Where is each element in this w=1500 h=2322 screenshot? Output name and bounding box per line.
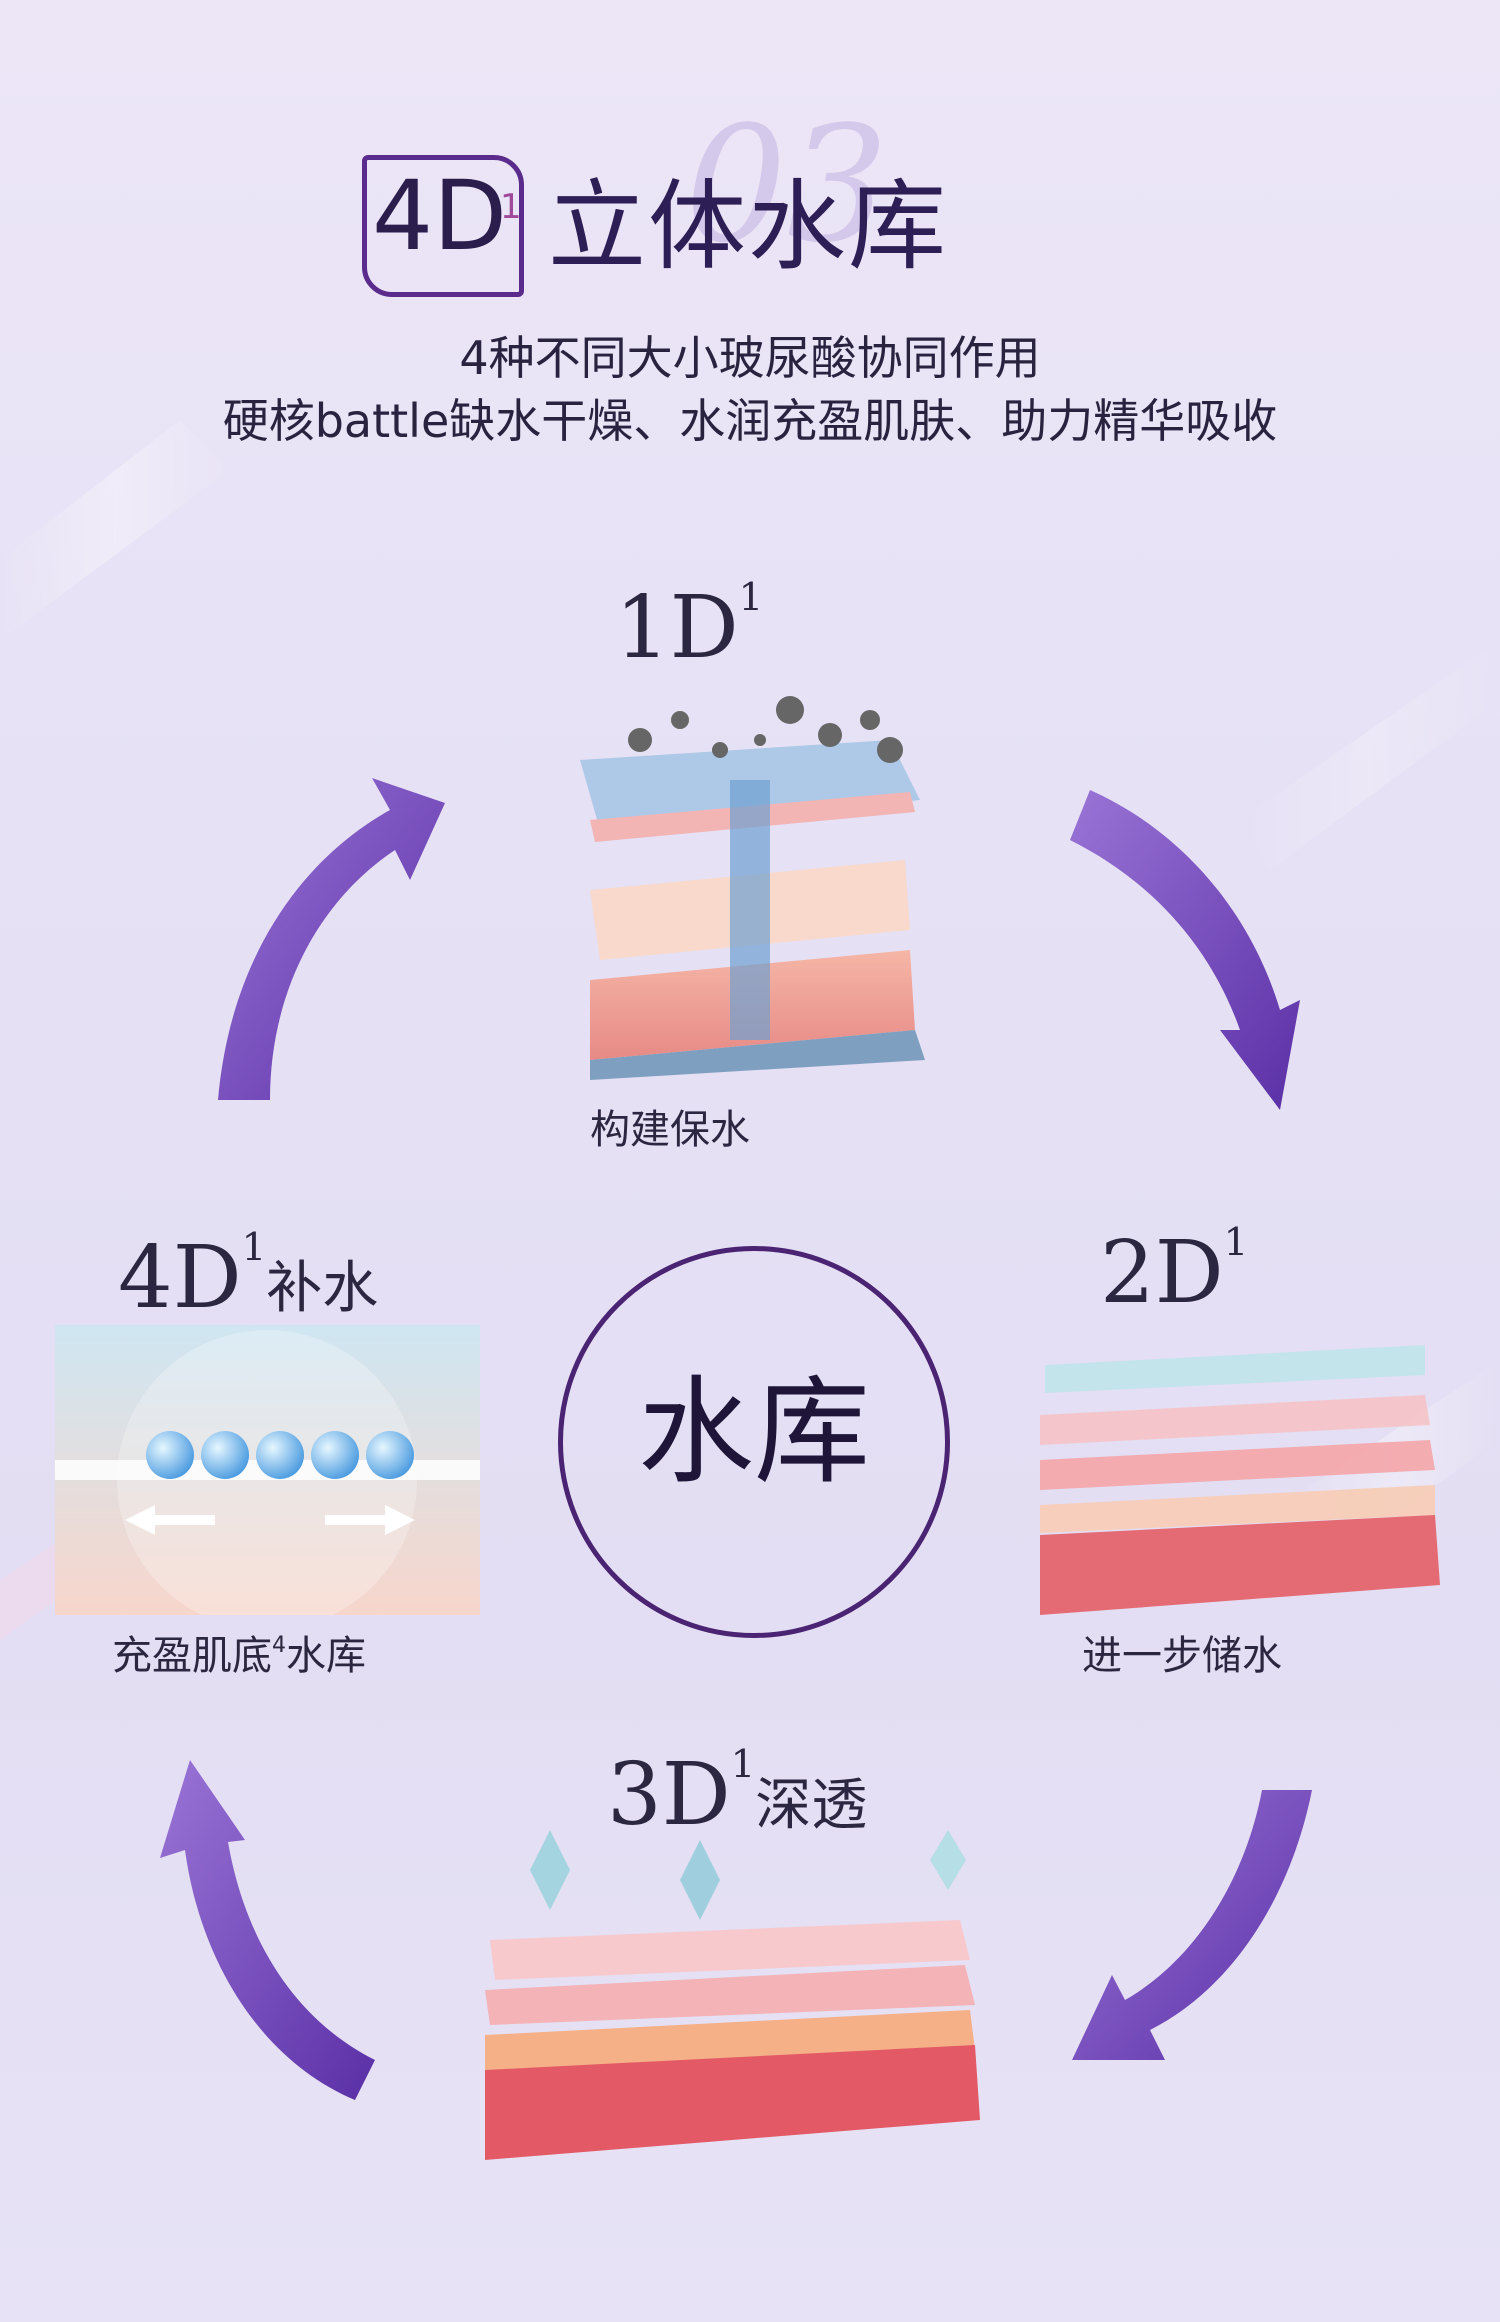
stage-4-illustration [55, 1325, 480, 1615]
arrow-bottom-right-icon [1072, 1790, 1312, 2060]
stage-3-illustration [485, 1830, 980, 2160]
arrow-top-right-icon [1070, 790, 1300, 1110]
stage-2-caption: 进一步储水 [1082, 1633, 1282, 1679]
center-label: 水库 [638, 1365, 870, 1500]
stage-3-label: 3D1深透 [607, 1742, 868, 1845]
stage-1-illustration [580, 696, 925, 1080]
stage-2-label: 2D1 [1100, 1220, 1249, 1323]
arrow-top-left-icon [218, 778, 445, 1100]
stage-2-illustration [1040, 1345, 1440, 1615]
heading-watermark: 03 [685, 91, 889, 278]
stage-1-label: 1D1 [615, 575, 764, 678]
page-title: 立体水库 [548, 170, 949, 284]
stage-4-caption: 充盈肌底4水库 [112, 1632, 366, 1679]
heading-badge: 4D [372, 160, 507, 272]
stage-1-caption: 构建保水 [590, 1107, 750, 1153]
subtitle-line-1: 4种不同大小玻尿酸协同作用 [459, 331, 1041, 385]
arrow-bottom-left-icon [160, 1760, 375, 2100]
heading-badge-sup: 1 [500, 187, 522, 227]
center-circle [558, 1246, 950, 1638]
stage-4-label: 4D1补水 [118, 1225, 379, 1328]
subtitle-line-2: 硬核battle缺水干燥、水润充盈肌肤、助力精华吸收 [222, 394, 1278, 448]
heading-badge-frame [362, 155, 524, 297]
